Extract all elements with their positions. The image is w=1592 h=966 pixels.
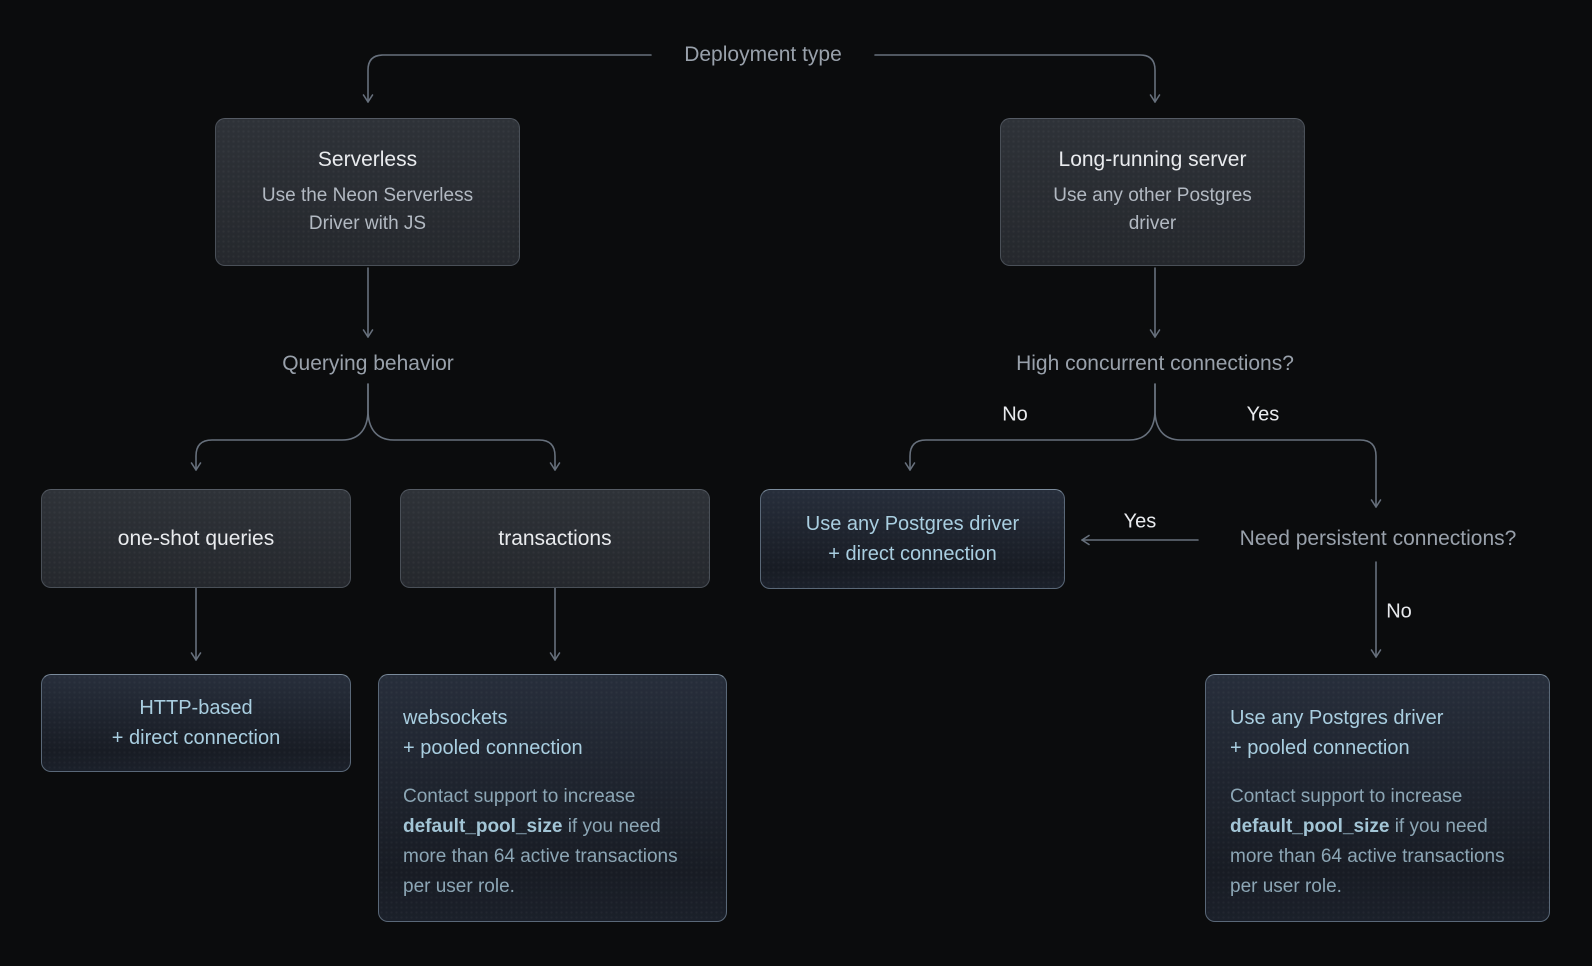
- node-any-driver-pooled-line1: Use any Postgres driver: [1230, 707, 1444, 729]
- node-any-driver-direct-line1: Use any Postgres driver: [805, 513, 1020, 535]
- node-long-running-title: Long-running server: [1058, 147, 1247, 171]
- label-high-concurrent-connections: High concurrent connections?: [1016, 352, 1294, 375]
- node-transactions: transactions: [400, 489, 710, 588]
- node-websockets-line2: + pooled connection: [403, 737, 583, 759]
- label-need-persistent-connections: Need persistent connections?: [1239, 527, 1517, 550]
- label-deployment-type: Deployment type: [684, 43, 842, 66]
- edge-high-concurrent-no: [904, 383, 1156, 471]
- node-any-driver-direct-line2: + direct connection: [828, 543, 997, 565]
- node-http-direct-line2: + direct connection: [111, 727, 281, 749]
- node-one-shot-queries: one-shot queries: [41, 489, 351, 588]
- node-any-driver-pooled-note: Contact support to increase default_pool…: [1230, 782, 1525, 902]
- node-transactions-title: transactions: [498, 526, 612, 550]
- note-suffix: if you need more than 64 active transact…: [403, 816, 678, 897]
- note-prefix: Contact support to increase: [1230, 786, 1463, 807]
- node-websockets-pooled: websockets + pooled connection Contact s…: [378, 674, 727, 922]
- node-any-driver-pooled: Use any Postgres driver + pooled connect…: [1205, 674, 1550, 922]
- edge-deployment-to-long-running: [874, 54, 1161, 103]
- node-serverless-subtitle: Use the Neon Serverless Driver with JS: [261, 184, 474, 234]
- branch-label-yes-arrow: Yes: [1123, 510, 1157, 533]
- edge-high-concurrent-yes: [1154, 383, 1382, 508]
- note-code: default_pool_size: [1230, 816, 1390, 837]
- node-http-direct-line1: HTTP-based: [139, 697, 253, 719]
- node-any-driver-pooled-line2: + pooled connection: [1230, 737, 1410, 759]
- note-prefix: Contact support to increase: [403, 786, 636, 807]
- node-websockets-note: Contact support to increase default_pool…: [403, 782, 702, 902]
- note-code: default_pool_size: [403, 816, 563, 837]
- branch-label-no: No: [1002, 403, 1028, 426]
- node-one-shot-queries-title: one-shot queries: [117, 526, 275, 550]
- node-http-direct: HTTP-based + direct connection: [41, 674, 351, 772]
- note-suffix: if you need more than 64 active transact…: [1230, 816, 1505, 897]
- node-serverless: Serverless Use the Neon Serverless Drive…: [215, 118, 520, 266]
- edge-deployment-to-serverless: [362, 54, 652, 103]
- edge-querying-to-one-shot: [190, 383, 369, 471]
- node-websockets-line1: websockets: [403, 707, 508, 729]
- node-any-driver-direct: Use any Postgres driver + direct connect…: [760, 489, 1065, 589]
- node-long-running-subtitle: Use any other Postgres driver: [1053, 184, 1252, 234]
- branch-label-no-down: No: [1386, 600, 1412, 623]
- label-querying-behavior: Querying behavior: [282, 352, 454, 375]
- node-serverless-title: Serverless: [317, 147, 418, 171]
- branch-label-yes: Yes: [1246, 403, 1280, 426]
- node-long-running-server: Long-running server Use any other Postgr…: [1000, 118, 1305, 266]
- edge-querying-to-transactions: [367, 383, 561, 471]
